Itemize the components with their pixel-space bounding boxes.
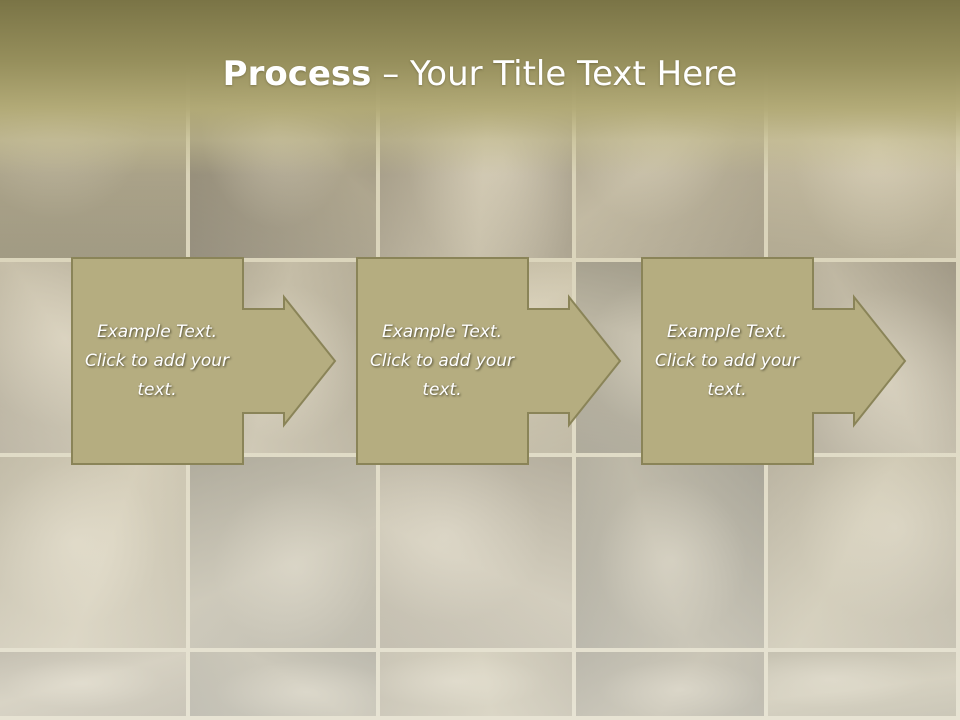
step-text[interactable]: Example Text. Click to add your text. xyxy=(654,321,799,400)
title-separator: – xyxy=(371,54,411,94)
step-arrow-shape xyxy=(641,257,907,465)
title-band xyxy=(0,0,960,175)
process-step-1[interactable]: Example Text. Click to add your text. xyxy=(71,257,343,465)
step-arrow-shape xyxy=(71,257,337,465)
slide-title[interactable]: Process – Your Title Text Here xyxy=(0,54,960,94)
title-bold-part: Process xyxy=(222,54,372,94)
step-text[interactable]: Example Text. Click to add your text. xyxy=(369,321,514,400)
process-step-3[interactable]: Example Text. Click to add your text. xyxy=(641,257,913,465)
title-rest: Your Title Text Here xyxy=(410,54,738,94)
step-text[interactable]: Example Text. Click to add your text. xyxy=(84,321,229,400)
process-step-2[interactable]: Example Text. Click to add your text. xyxy=(356,257,628,465)
step-arrow-shape xyxy=(356,257,622,465)
